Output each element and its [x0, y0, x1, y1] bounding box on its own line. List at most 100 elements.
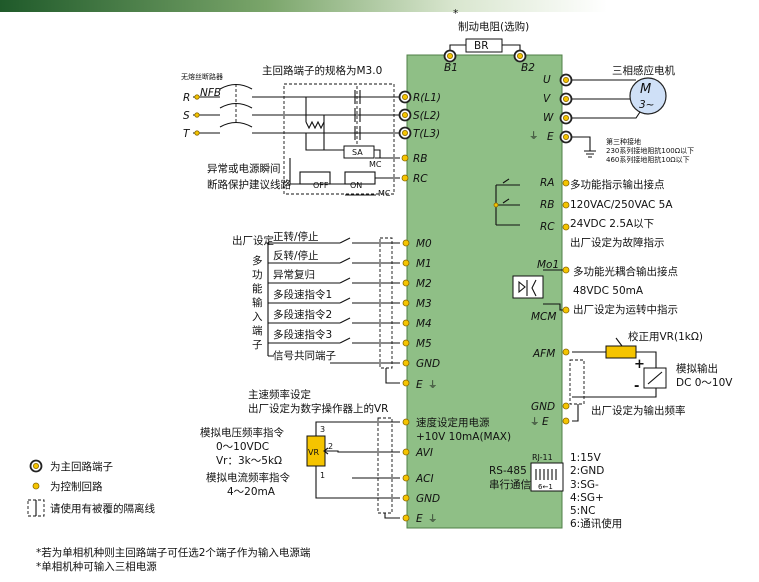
terminal-m0-label: M0	[416, 238, 432, 250]
brake-resistor-label: 制动电阻(选购)	[458, 20, 529, 33]
cal-label: 校正用VR(1kΩ)	[628, 330, 703, 343]
ground-icon: ⏚	[529, 131, 539, 142]
comm-pin-2: 2:GND	[570, 465, 604, 477]
di-label-m1: 反转/停止	[273, 249, 319, 262]
volt-line-1: 模拟电压频率指令	[200, 426, 284, 439]
legend-control-text: 为控制回路	[50, 480, 103, 493]
footnote-1: *若为单相机种则主回路端子可任选2个端子作为输入电源端	[36, 546, 311, 559]
gnd-afm-label: GND	[531, 401, 555, 413]
terminal-ra[interactable]	[562, 179, 570, 187]
terminal-rc-relay[interactable]	[562, 223, 570, 231]
terminal-m1[interactable]	[402, 259, 410, 267]
analog-line-2: DC 0～10V	[676, 377, 733, 389]
terminal-tl3-label: T(L3)	[413, 128, 440, 140]
vr-pin-3: 3	[320, 425, 325, 434]
input-s-label: S	[183, 110, 190, 122]
brake-resistor	[465, 38, 503, 53]
di-label-m3: 多段速指令1	[273, 288, 332, 301]
side-char-3: 能	[252, 282, 263, 295]
rc-input-label: RC	[413, 173, 428, 185]
terminal-m1-label: M1	[416, 258, 432, 270]
shield-wire-icon	[27, 499, 45, 517]
ground-note-3: 460系列接地阻抗10Ω以下	[606, 155, 690, 164]
nfb-label: NFB	[200, 87, 221, 99]
ground-note-2: 230系列接地阻抗100Ω以下	[606, 146, 694, 155]
di-row-m4: 多段速指令2 M4	[268, 308, 432, 330]
sa-label: SA	[352, 148, 363, 157]
analog-minus: -	[634, 379, 639, 394]
terminal-m0[interactable]	[402, 239, 410, 247]
input-r-label: R	[183, 92, 190, 104]
terminal-mcm[interactable]	[562, 306, 570, 314]
main-spec-label: 主回路端子的规格为M3.0	[262, 64, 382, 77]
ground-icon: ⏚	[428, 514, 438, 525]
terminal-e-di[interactable]	[402, 379, 410, 387]
output-w-label: W	[543, 112, 554, 124]
terminal-gnd-freq-label: GND	[416, 493, 440, 505]
vr-pin-2: 2	[328, 442, 333, 451]
nfb-breaker-icon	[219, 83, 253, 128]
terminal-m4[interactable]	[402, 319, 410, 327]
sa-box	[343, 145, 375, 159]
terminal-aci[interactable]	[402, 474, 410, 482]
mcm-label: MCM	[531, 311, 556, 323]
ground-icon: ⏚	[530, 417, 540, 428]
off-label: OFF	[313, 181, 329, 190]
rb-input-label: RB	[413, 153, 428, 165]
comm-pin-1: 1:15V	[570, 452, 602, 464]
nfb-caption: 无熔丝断路器	[181, 72, 223, 81]
b1-label: B1	[444, 62, 458, 74]
motor-phase: 3~	[639, 99, 654, 111]
terminal-e-di-label: E	[416, 379, 423, 391]
terminal-rc-input[interactable]	[401, 174, 409, 182]
curr-line-2: 4～20mA	[227, 486, 276, 498]
terminal-gnd-afm[interactable]	[562, 402, 570, 410]
terminal-avi-label: AVI	[415, 447, 433, 459]
di-row-m1: 反转/停止 M1	[268, 249, 432, 270]
terminal-10v[interactable]	[402, 418, 410, 426]
terminal-rb-relay[interactable]	[562, 201, 570, 209]
terminal-m3[interactable]	[402, 299, 410, 307]
vr-pin-1: 1	[320, 471, 325, 480]
motor-title: 三相感应电机	[612, 64, 675, 77]
terminal-e-afm[interactable]	[562, 417, 570, 425]
control-terminal-icon	[32, 482, 40, 490]
rs485-label: RS-485	[489, 465, 527, 477]
side-char-1: 多	[252, 254, 263, 267]
mo1-label: Mo1	[537, 259, 559, 271]
terminal-m5[interactable]	[402, 339, 410, 347]
legend-shield-text: 请使用有被覆的隔离线	[50, 502, 155, 515]
ra-label: RA	[540, 177, 554, 189]
terminal-e-freq-label: E	[416, 513, 423, 525]
photo-line-1: 多功能光耦合输出接点	[573, 265, 678, 278]
side-char-7: 子	[252, 339, 263, 351]
speed-line-2: +10V 10mA(MAX)	[416, 431, 511, 443]
photo-line-2: 48VDC 50mA	[573, 285, 644, 297]
terminal-m5-label: M5	[416, 338, 432, 350]
factory-label: 出厂设定	[232, 234, 274, 247]
di-label-m4: 多段速指令2	[273, 308, 332, 321]
terminal-m2[interactable]	[402, 279, 410, 287]
terminal-sl2-label: S(L2)	[413, 110, 440, 122]
e-afm-label: E	[542, 416, 549, 428]
side-char-2: 功	[252, 269, 263, 281]
di-row-m2: 异常复归 M2	[268, 268, 432, 290]
side-char-6: 端	[252, 324, 263, 337]
terminal-gnd-freq[interactable]	[402, 494, 410, 502]
terminal-mo1[interactable]	[562, 266, 570, 274]
comm-pin-4: 4:SG+	[570, 492, 604, 504]
terminal-afm[interactable]	[562, 348, 570, 356]
terminal-rb-input[interactable]	[401, 154, 409, 162]
ground-note-1: 第三种接地	[606, 137, 641, 146]
vr-label: VR	[308, 448, 319, 457]
comm-pin-6: 6:通讯使用	[570, 517, 622, 530]
terminal-gnd-di[interactable]	[402, 359, 410, 367]
analog-line-1: 模拟输出	[676, 362, 718, 375]
protect-line-2: 断路保护建议线路	[207, 178, 291, 191]
terminal-avi[interactable]	[402, 448, 410, 456]
terminal-e-freq[interactable]	[402, 514, 410, 522]
rc-relay-label: RC	[540, 221, 555, 233]
photo-line-3: 出厂设定为运转中指示	[573, 303, 678, 316]
br-label: BR	[474, 40, 489, 52]
